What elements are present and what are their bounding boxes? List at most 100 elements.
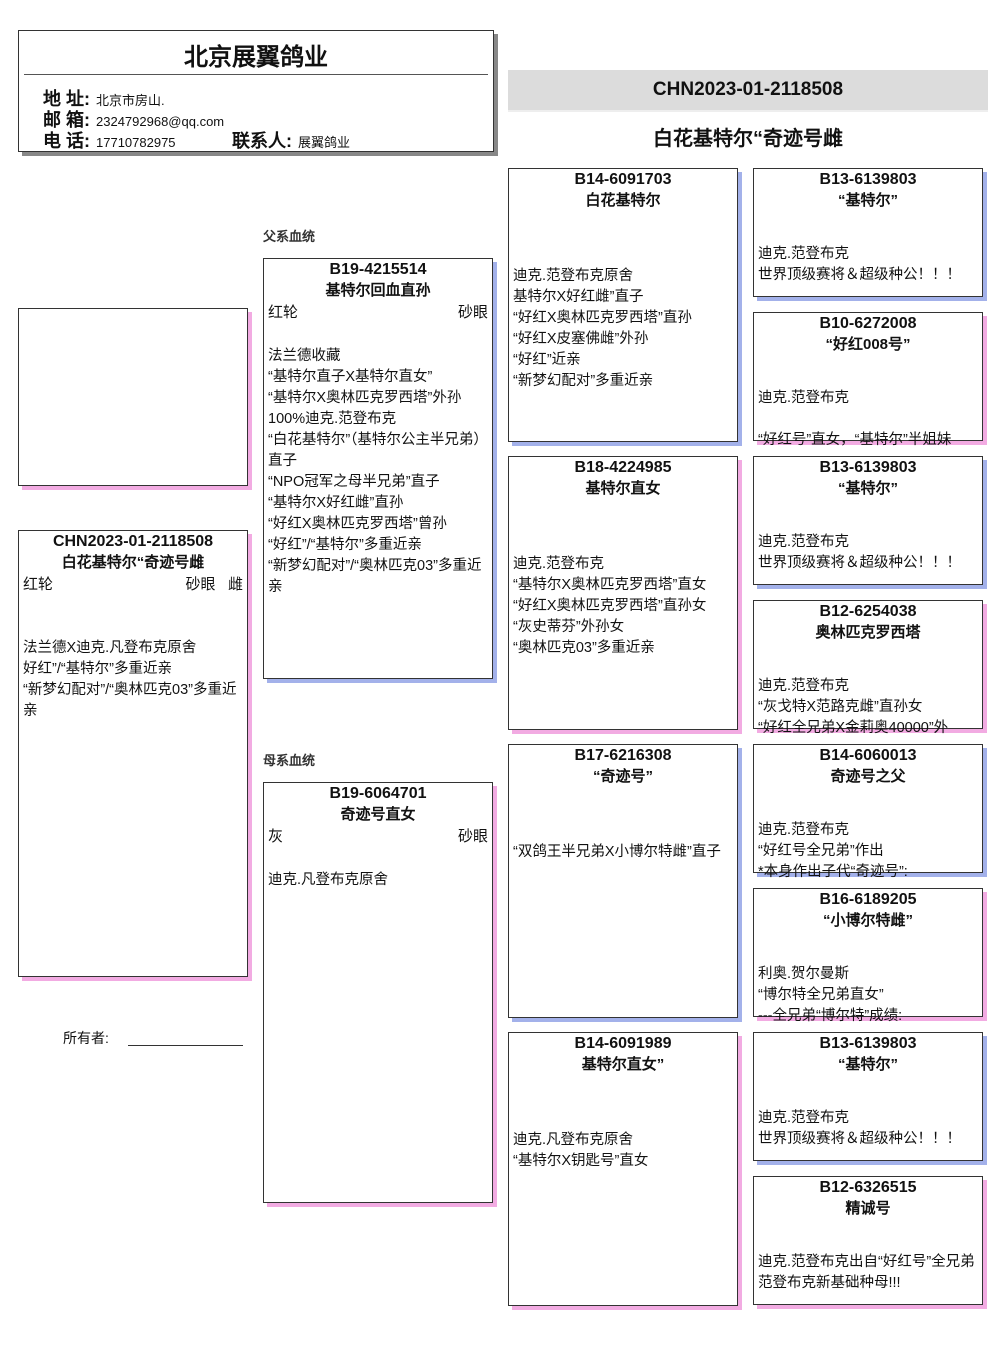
ring-number: B12-6254038 — [819, 603, 917, 620]
note-line: “基特尔X好红雌”直孙 — [268, 495, 404, 511]
contact-value: 展翼鸽业 — [298, 135, 351, 150]
subject-ring: CHN2023-01-2118508 — [52, 533, 214, 550]
note-line: “白花基特尔”（基特尔公主半兄弟）直子 — [268, 432, 488, 469]
owner-label: 所有者: — [63, 1030, 109, 1046]
owner-field[interactable] — [128, 1045, 243, 1046]
phone-row: 电 话:17710782975 — [43, 127, 176, 153]
bird-attributes: 灰砂眼 — [264, 826, 492, 848]
subject-name: 白花基特尔“奇迹号雌 — [61, 554, 205, 571]
note-line: 迪克.范登布克 — [758, 246, 850, 262]
note-line: “博尔特全兄弟直女” — [758, 987, 884, 1003]
breeder-header: 北京展翼鸽业 地 址:北京市房山. 邮 箱:2324792968@qq.com … — [18, 30, 494, 152]
pedigree-card-sd[interactable]: B18-4224985 基特尔直女迪克.范登布克 “基特尔X奥林匹克罗西塔”直女 “好… — [508, 456, 738, 730]
note-line: “好红X皮塞佛雌”外孙 — [513, 331, 649, 347]
ring-number: B13-6139803 — [819, 171, 917, 188]
note-line: 世界顶级赛将＆超级种公！！！ — [758, 267, 961, 283]
subject-notes: 法兰德X迪克.凡登布克原舍好红”/“基特尔”多重近亲“新梦幻配对”/“奥林匹克0… — [19, 638, 247, 722]
bird-notes: 迪克.范登布克出自“好红号”全兄弟范登布克新基础种母!!! — [754, 1252, 982, 1294]
subject-card: CHN2023-01-2118508 白花基特尔“奇迹号雌 红轮 砂眼 雌 法兰德… — [18, 530, 248, 977]
note-line: 迪克.范登布克 — [758, 1110, 850, 1126]
pedigree-card-dds[interactable]: B13-6139803“基特尔”迪克.范登布克世界顶级赛将＆超级种公！！！ — [753, 1032, 983, 1161]
note-line: *本身作出子代“奇迹号”: — [758, 864, 908, 880]
note-line: 迪克.范登布克出自“好红号”全兄弟范登布克新基础种母!!! — [758, 1254, 975, 1291]
note-line: “好红X奥林匹克罗西塔”直孙女 — [513, 598, 707, 614]
note-line: “新梦幻配对”多重近亲 — [513, 373, 654, 389]
pedigree-card-dsd[interactable]: B16-6189205“小博尔特雌”利奥.贺尔曼斯“博尔特全兄弟直女”---全兄… — [753, 888, 983, 1024]
note-line: 好红”/“基特尔”多重近亲 — [23, 661, 173, 677]
ring-number: B13-6139803 — [819, 1035, 917, 1052]
note-line: “好红”近亲 — [513, 352, 581, 368]
note-line: 迪克.范登布克 — [758, 534, 850, 550]
note-line: “基特尔X钥匙号”直女 — [513, 1153, 649, 1169]
ring-number: B14-6091703 — [574, 171, 672, 188]
note-line: 迪克.范登布克 — [513, 556, 605, 572]
note-line: “基特尔直子X基特尔直女” — [268, 369, 433, 385]
bird-notes: 迪克.凡登布克原舍 — [264, 870, 492, 891]
note-line: “好红”/“基特尔”多重近亲 — [268, 537, 422, 553]
note-line: 迪克.范登布克原舍 — [513, 268, 634, 284]
ring-number: B14-6060013 — [819, 747, 917, 764]
bird-notes: “双鸽王半兄弟X小博尔特雌”直子 — [509, 842, 737, 863]
eye: 砂眼 — [185, 576, 216, 593]
ring-number: B18-4224985 — [574, 459, 672, 476]
color: 灰 — [268, 828, 284, 845]
subject-ring-bar: CHN2023-01-2118508 — [508, 70, 988, 112]
pedigree-card-ds[interactable]: B17-6216308 “奇迹号” “双鸽王半兄弟X小博尔特雌”直子 — [508, 744, 738, 1018]
eye: 砂眼 — [457, 304, 488, 321]
note-line: “奥林匹克03”多重近亲 — [513, 640, 655, 656]
bird-notes: 迪克.范登布克原舍基特尔X好红雌”直子 “好红X奥林匹克罗西塔”直孙 “好红X皮塞佛… — [509, 266, 737, 392]
note-line: “NPO冠军之母半兄弟”直子 — [268, 474, 440, 490]
note-line: 世界顶级赛将＆超级种公！！！ — [758, 555, 961, 571]
note-line: 迪克.范登布克 — [758, 822, 850, 838]
color: 红轮 — [23, 576, 54, 593]
bird-name: “基特尔” — [837, 480, 898, 497]
bird-name: 基特尔直女 — [585, 480, 661, 497]
pedigree-card-ssd[interactable]: B10-6272008“好红008号”迪克.范登布克 “好红号”直女，“基特尔”… — [753, 312, 983, 448]
note-line: “双鸽王半兄弟X小博尔特雌”直子 — [513, 844, 721, 860]
bird-name: 奇迹号直女 — [340, 806, 416, 823]
note-line — [758, 409, 978, 430]
ring-number: B17-6216308 — [574, 747, 672, 764]
note-line: 迪克.凡登布克原舍 — [268, 872, 389, 888]
ring-number: B19-4215514 — [329, 261, 427, 278]
note-line: 基特尔X好红雌”直子 — [513, 289, 644, 305]
address-label: 地 址: — [43, 89, 90, 109]
bird-name: “奇迹号” — [592, 768, 653, 785]
subject-title: 白花基特尔“奇迹号雌 — [653, 128, 843, 150]
note-line: “新梦幻配对”/“奥林匹克03”多重近亲 — [23, 682, 237, 719]
bird-notes: 利奥.贺尔曼斯“博尔特全兄弟直女”---全兄弟“博尔特”成绩: — [754, 964, 982, 1027]
bird-name: 白花基特尔 — [585, 192, 661, 209]
bird-attributes: 红轮 砂眼 — [264, 302, 492, 324]
color: 红轮 — [268, 304, 299, 321]
note-line: 100%迪克.范登布克 — [268, 411, 397, 427]
ring-number: B19-6064701 — [329, 785, 427, 802]
bird-notes: 迪克.范登布克世界顶级赛将＆超级种公！！！ — [754, 532, 982, 574]
note-line: ---全兄弟“博尔特”成绩: — [758, 1008, 903, 1024]
note-line: “基特尔X奥林匹克罗西塔”直女 — [513, 577, 707, 593]
subject-attributes: 红轮 砂眼 雌 — [19, 574, 247, 596]
bird-notes: 迪克.范登布克“好红号全兄弟”作出*本身作出子代“奇迹号”: — [754, 820, 982, 883]
sex: 雌 — [227, 576, 243, 593]
note-line: 迪克.范登布克 — [758, 390, 850, 406]
bird-name: “好红008号” — [825, 336, 911, 353]
pedigree-card-ss[interactable]: B14-6091703 白花基特尔迪克.范登布克原舍基特尔X好红雌”直子 “好红X奥… — [508, 168, 738, 442]
pedigree-card-sss[interactable]: B13-6139803“基特尔”迪克.范登布克世界顶级赛将＆超级种公！！！ — [753, 168, 983, 297]
photo-placeholder — [18, 308, 248, 486]
bird-notes: 迪克.范登布克 “好红号”直女，“基特尔”半姐妹 — [754, 388, 982, 451]
note-line: “好红X奥林匹克罗西塔”直孙 — [513, 310, 692, 326]
pedigree-card-sds[interactable]: B13-6139803“基特尔”迪克.范登布克世界顶级赛将＆超级种公！！！ — [753, 456, 983, 585]
bird-notes: 迪克.范登布克世界顶级赛将＆超级种公！！！ — [754, 1108, 982, 1150]
note-line: “好红全兄弟X金莉奥40000”外 — [758, 720, 949, 736]
note-line: 法兰德收藏 — [268, 348, 341, 364]
bird-notes: 迪克.凡登布克原舍“基特尔X钥匙号”直女 — [509, 1130, 737, 1172]
breeder-name: 北京展翼鸽业 — [184, 44, 328, 71]
pedigree-card-dam[interactable]: B19-6064701 奇迹号直女灰砂眼迪克.凡登布克原舍 — [263, 782, 493, 1203]
address-row: 地 址:北京市房山. — [43, 85, 165, 111]
